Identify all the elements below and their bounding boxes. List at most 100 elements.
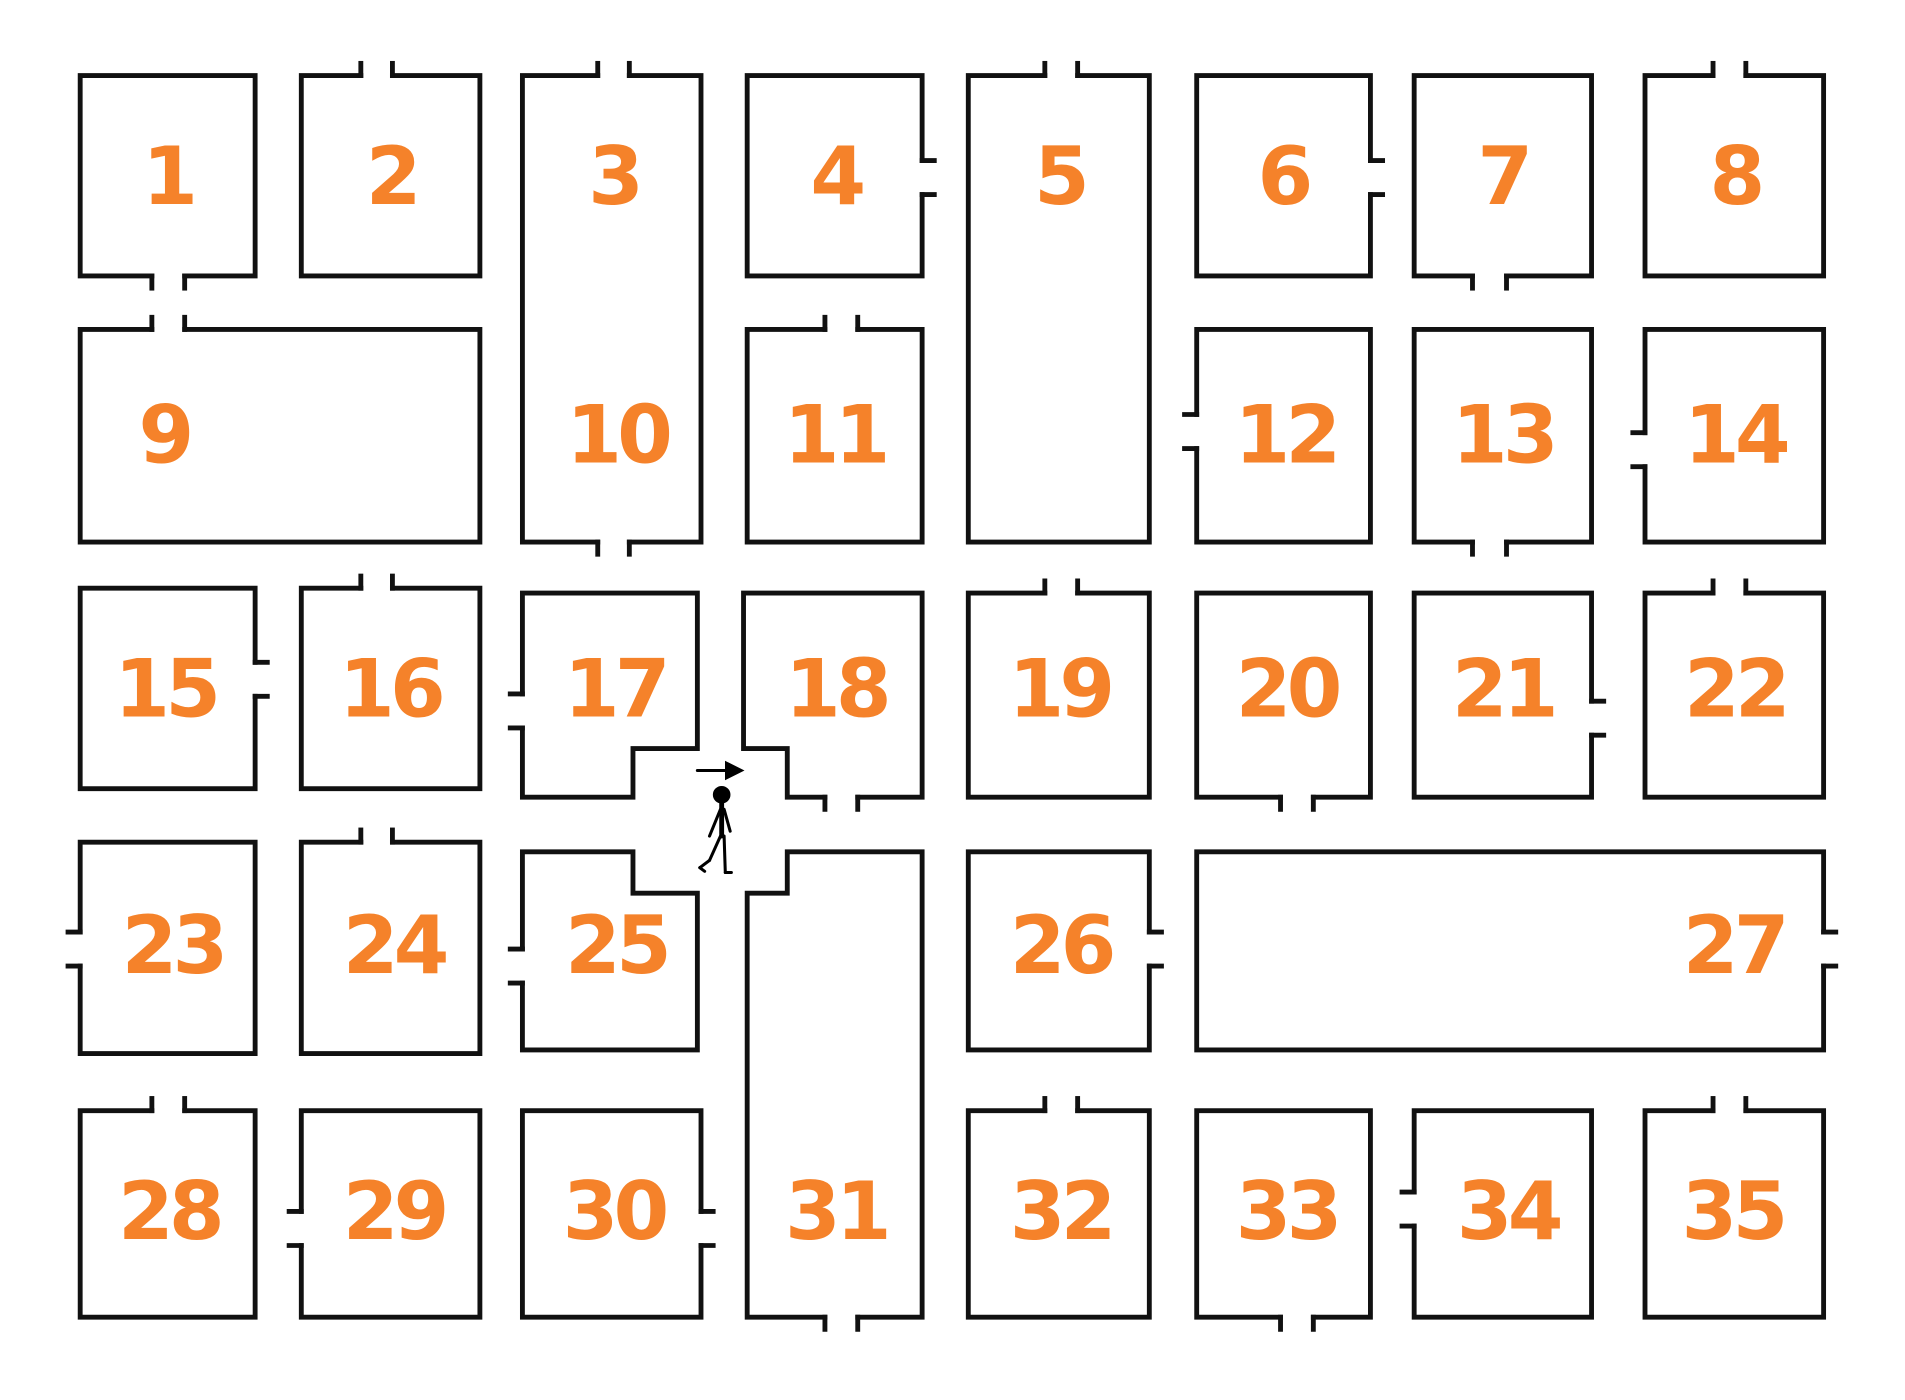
room-28: 28 xyxy=(77,1096,258,1320)
room-number: 3 xyxy=(588,130,639,223)
door[interactable] xyxy=(507,946,527,986)
room-number: 26 xyxy=(1010,899,1113,992)
room-number: 10 xyxy=(566,389,669,482)
door[interactable] xyxy=(822,1312,861,1332)
room-wall xyxy=(965,849,1152,1053)
room-27: 27 xyxy=(1194,849,1839,1053)
door[interactable] xyxy=(822,314,861,334)
room-4: 4 xyxy=(744,73,937,279)
room-number: 25 xyxy=(565,899,667,992)
door[interactable] xyxy=(1399,1189,1419,1229)
room-number: 19 xyxy=(1008,643,1110,736)
room-number: 17 xyxy=(564,643,666,736)
room-wall xyxy=(298,73,483,279)
door[interactable] xyxy=(595,60,632,80)
room-wall xyxy=(298,585,483,792)
room-number: 6 xyxy=(1257,130,1309,223)
door[interactable] xyxy=(1366,158,1386,198)
room-wall xyxy=(1194,849,1827,1053)
room-21: 21 xyxy=(1411,590,1607,800)
room-number: 20 xyxy=(1236,643,1339,736)
door[interactable] xyxy=(917,158,937,198)
door[interactable] xyxy=(595,537,632,557)
room-wall xyxy=(1411,590,1594,800)
room-26: 26 xyxy=(965,849,1164,1053)
room-number: 35 xyxy=(1682,1165,1784,1258)
door[interactable] xyxy=(149,1096,188,1115)
door[interactable] xyxy=(1710,1096,1749,1115)
walking-person-icon xyxy=(695,760,745,875)
room-wall xyxy=(77,1108,258,1320)
room-number: 11 xyxy=(784,389,886,482)
door[interactable] xyxy=(1470,537,1509,557)
room-22: 22 xyxy=(1642,578,1827,800)
room-number: 31 xyxy=(785,1165,887,1258)
room-35: 35 xyxy=(1642,1096,1827,1320)
room-number: 34 xyxy=(1457,1165,1561,1258)
door[interactable] xyxy=(1042,1096,1081,1115)
room-15: 15 xyxy=(77,585,270,792)
room-wall xyxy=(744,327,925,545)
door[interactable] xyxy=(358,60,395,80)
door[interactable] xyxy=(1710,60,1749,80)
door[interactable] xyxy=(1587,698,1607,738)
door[interactable] xyxy=(65,929,85,969)
room-wall xyxy=(965,1108,1152,1320)
room-number: 29 xyxy=(343,1165,445,1258)
room-wall xyxy=(77,327,483,545)
door[interactable] xyxy=(1278,1312,1316,1332)
room-number: 4 xyxy=(810,130,863,223)
room-wall xyxy=(965,73,1152,545)
room-wall xyxy=(77,839,258,1056)
room-number: 21 xyxy=(1452,643,1554,736)
room-7: 7 xyxy=(1411,73,1594,291)
room-wall xyxy=(77,585,258,792)
door[interactable] xyxy=(149,314,188,334)
room-wall xyxy=(744,849,925,1320)
room-number: 2 xyxy=(366,130,417,223)
room-wall xyxy=(519,73,704,545)
door[interactable] xyxy=(1710,578,1749,598)
room-31: 31 xyxy=(744,849,925,1332)
room-wall xyxy=(519,1108,704,1320)
room-wall xyxy=(1642,327,1827,545)
room-number: 1 xyxy=(142,130,193,223)
room-14: 14 xyxy=(1630,327,1827,545)
door[interactable] xyxy=(1630,430,1650,470)
door[interactable] xyxy=(1042,578,1081,598)
door[interactable] xyxy=(696,1209,716,1248)
room-number: 27 xyxy=(1683,899,1785,992)
door[interactable] xyxy=(250,659,270,699)
room-16: 16 xyxy=(298,573,483,792)
room-wall xyxy=(1194,1108,1373,1320)
room-wall xyxy=(519,849,700,1053)
room-wall xyxy=(519,590,700,800)
door[interactable] xyxy=(822,792,861,812)
room-number: 8 xyxy=(1709,130,1760,223)
room-6: 6 xyxy=(1194,73,1386,279)
door[interactable] xyxy=(1278,792,1316,812)
door[interactable] xyxy=(1182,412,1201,451)
room-wall xyxy=(1194,73,1373,279)
door[interactable] xyxy=(1042,60,1081,80)
door[interactable] xyxy=(149,271,188,291)
room-20: 20 xyxy=(1194,590,1373,812)
room-8: 8 xyxy=(1642,60,1827,279)
door[interactable] xyxy=(507,691,527,731)
door[interactable] xyxy=(1819,929,1839,969)
room-number: 22 xyxy=(1684,643,1786,736)
door[interactable] xyxy=(1145,929,1164,969)
room-5: 5 xyxy=(965,60,1152,545)
room-number: 33 xyxy=(1236,1165,1338,1258)
room-number: 12 xyxy=(1234,389,1336,482)
room-number: 28 xyxy=(118,1165,220,1258)
door[interactable] xyxy=(358,827,395,847)
room-12: 12 xyxy=(1182,327,1373,545)
room-number: 15 xyxy=(114,643,216,736)
room-29: 29 xyxy=(286,1108,483,1320)
door[interactable] xyxy=(358,573,395,593)
room-number: 14 xyxy=(1684,389,1788,482)
door[interactable] xyxy=(286,1209,306,1248)
room-number: 5 xyxy=(1034,130,1085,223)
door[interactable] xyxy=(1470,271,1509,291)
